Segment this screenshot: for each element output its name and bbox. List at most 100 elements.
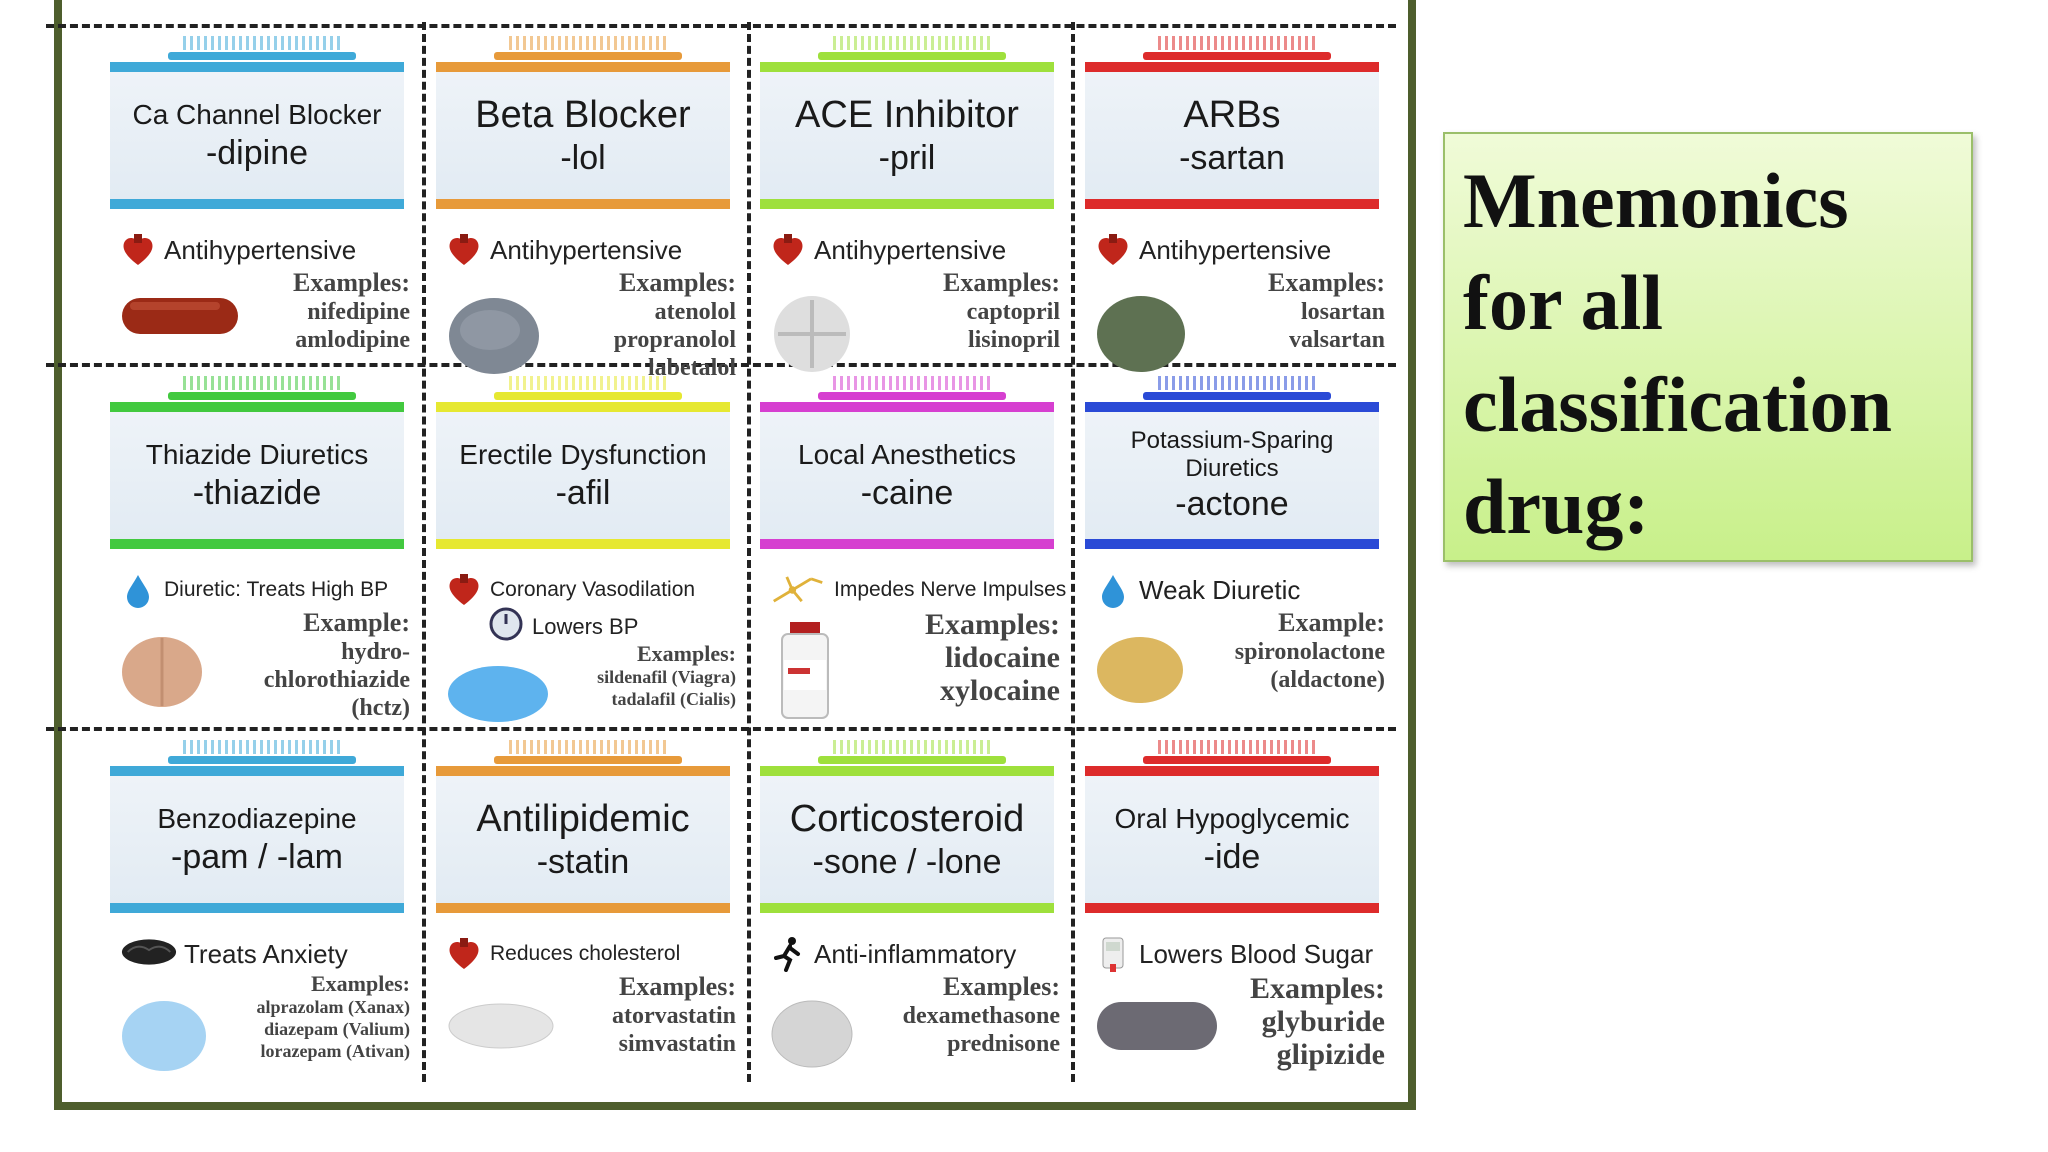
pill-image	[1095, 294, 1187, 379]
drug-suffix: -caine	[860, 473, 954, 512]
drug-use-text: Antihypertensive	[164, 234, 357, 265]
pill-image	[770, 620, 840, 725]
brain-icon	[120, 936, 177, 972]
grid-line-col2	[747, 22, 751, 1082]
drug-use: Reduces cholesterol	[446, 936, 680, 972]
example-drug: lidocaine	[944, 641, 1060, 674]
drug-class-name-line2: Diuretics	[1185, 454, 1279, 482]
label-band-bottom	[1085, 903, 1379, 913]
examples-heading: Examples:	[311, 971, 410, 996]
drug-class-name: Local Anesthetics	[798, 438, 1016, 470]
bottle-lid	[464, 34, 712, 66]
drug-use-text: Antihypertensive	[1139, 234, 1332, 265]
examples-heading: Example:	[303, 608, 410, 637]
example-drug: propranolol	[613, 327, 736, 353]
label-band-bottom	[110, 199, 404, 209]
examples-heading: Example:	[1278, 608, 1385, 637]
pill-image	[770, 998, 854, 1075]
pill-image	[120, 998, 208, 1079]
drug-use-text: Impedes Nerve Impulses	[834, 578, 1067, 601]
examples-heading: Examples:	[943, 972, 1060, 1001]
examples-heading: Examples:	[943, 268, 1060, 297]
drug-use-text: Weak Diuretic	[1139, 574, 1301, 605]
runner-icon	[770, 936, 806, 972]
drug-use-text: Lowers Blood Sugar	[1139, 938, 1374, 969]
drug-class-label: Benzodiazepine-pam / -lam	[110, 776, 404, 903]
drug-suffix: -lol	[560, 138, 606, 177]
grid-line-row1	[46, 363, 1396, 367]
drug-class-name: Ca Channel Blocker	[132, 98, 382, 130]
label-band-bottom	[760, 539, 1054, 549]
label-band-bottom	[1085, 199, 1379, 209]
bottle-lid	[138, 34, 386, 66]
drug-class-label: ARBs-sartan	[1085, 72, 1379, 199]
drug-class-name: Oral Hypoglycemic	[1114, 802, 1350, 834]
drug-suffix: -pam / -lam	[171, 837, 343, 876]
bottle-lid	[1113, 374, 1361, 406]
drug-class-label: Local Anesthetics-caine	[760, 412, 1054, 539]
examples-heading: Examples:	[925, 608, 1060, 641]
label-band-top	[760, 402, 1054, 412]
example-drug: losartan	[1301, 299, 1385, 325]
bottle-lid	[464, 738, 712, 770]
drug-class-label: Thiazide Diuretics-thiazide	[110, 412, 404, 539]
grid-line-col1	[422, 22, 426, 1082]
heart-icon	[446, 936, 482, 972]
drug-class-name: Corticosteroid	[789, 797, 1025, 840]
pill-image	[1095, 998, 1219, 1059]
pill-image	[1095, 634, 1185, 711]
title-box: Mnemonics for all classification drug:	[1443, 132, 1973, 562]
drug-class-name: Erectile Dysfunction	[459, 438, 707, 470]
nerve-icon	[770, 572, 826, 608]
example-drug: diazepam (Valium)	[264, 1019, 410, 1039]
example-drug: (hctz)	[351, 695, 410, 721]
drug-class-label: Ca Channel Blocker-dipine	[110, 72, 404, 199]
examples-heading: Examples:	[1268, 268, 1385, 297]
drug-class-name: ACE Inhibitor	[795, 93, 1019, 136]
bottle-lid	[788, 738, 1036, 770]
water-drop-icon	[1095, 572, 1131, 608]
drug-suffix: -afil	[555, 473, 611, 512]
title-line-1: Mnemonics	[1463, 157, 1849, 244]
example-drug: glyburide	[1261, 1005, 1385, 1038]
drug-suffix: -ide	[1203, 837, 1261, 876]
pill-image	[446, 294, 542, 383]
drug-use: Coronary Vasodilation	[446, 572, 695, 608]
example-drug: dexamethasone	[902, 1003, 1060, 1029]
drug-use-text: Antihypertensive	[814, 234, 1007, 265]
drug-class-name: ARBs	[1183, 93, 1281, 136]
bottle-lid	[464, 374, 712, 406]
drug-class-label: ACE Inhibitor-pril	[760, 72, 1054, 199]
water-drop-icon	[120, 572, 156, 608]
grid-line-col3	[1071, 22, 1075, 1082]
example-drug: atorvastatin	[612, 1003, 736, 1029]
label-band-top	[1085, 766, 1379, 776]
label-band-bottom	[760, 903, 1054, 913]
gauge-icon	[488, 606, 524, 648]
bottle-lid	[138, 374, 386, 406]
pill-image	[446, 662, 550, 731]
example-drug: simvastatin	[618, 1031, 736, 1057]
examples: Examples:alprazolam (Xanax)diazepam (Val…	[257, 972, 410, 1062]
label-band-bottom	[110, 903, 404, 913]
label-band-bottom	[1085, 539, 1379, 549]
example-drug: atenolol	[654, 299, 736, 325]
drug-use-secondary: Lowers BP	[488, 606, 638, 648]
drug-class-label: Beta Blocker-lol	[436, 72, 730, 199]
label-band-top	[110, 62, 404, 72]
drug-suffix: -thiazide	[192, 473, 322, 512]
drug-use: Diuretic: Treats High BP	[120, 572, 388, 608]
bottle-lid	[788, 34, 1036, 66]
